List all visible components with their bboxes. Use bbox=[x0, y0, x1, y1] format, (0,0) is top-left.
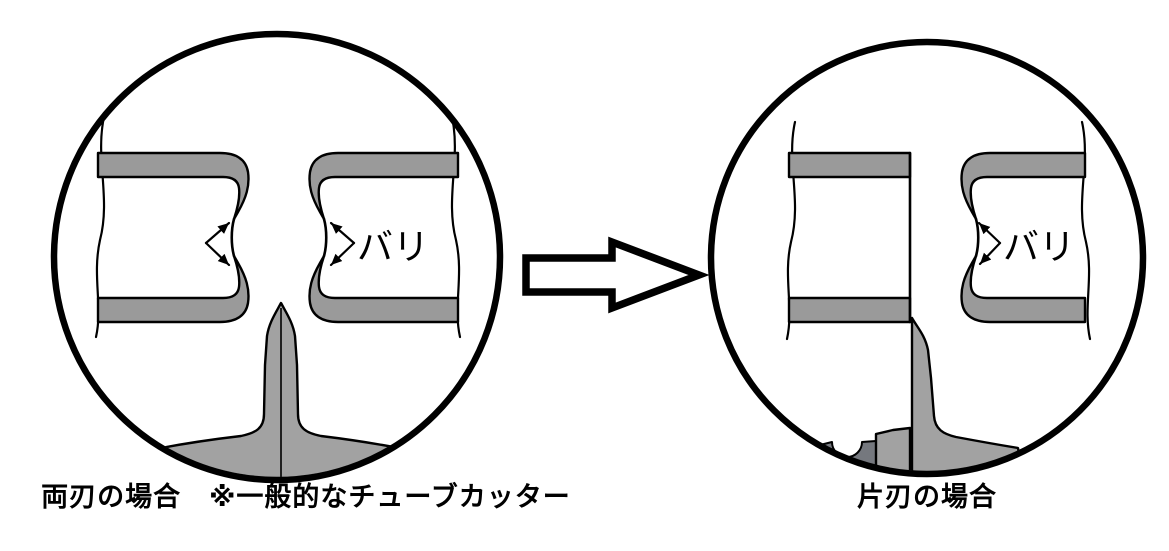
caption-double-edge: 両刃の場合 ※一般的なチューブカッター bbox=[41, 481, 571, 512]
caption-single-edge: 片刃の場合 bbox=[857, 481, 997, 512]
burr-label-left-circle: バリ bbox=[357, 226, 429, 267]
cut-face-right bbox=[322, 217, 328, 258]
burr-pointer-arrow-icon bbox=[978, 241, 1002, 266]
right-circle-outline bbox=[707, 38, 1147, 478]
burr-pointer-arrow-icon bbox=[204, 221, 231, 245]
right-circle-background bbox=[711, 42, 1143, 474]
right-block-arrow-icon bbox=[522, 236, 710, 314]
tube-wall-upper-left-clean bbox=[787, 151, 912, 179]
burr-pointer-arrow-icon bbox=[329, 241, 356, 267]
single-edge-detail-circle: バリ bbox=[707, 38, 1147, 478]
burr-pointer-arrow-icon bbox=[204, 241, 231, 267]
burr-label-right-circle: バリ bbox=[1003, 226, 1075, 267]
burr-pointer-arrow-icon bbox=[329, 221, 356, 245]
cut-face-left bbox=[230, 217, 236, 258]
cut-face-right bbox=[974, 217, 980, 258]
tube-wall-lower-left-clean bbox=[787, 296, 912, 324]
double-edge-detail-circle: バリ bbox=[50, 30, 504, 484]
single-edge-blade bbox=[910, 316, 1026, 471]
left-circle-background bbox=[54, 34, 500, 480]
burr-pointer-arrow-icon bbox=[977, 221, 1002, 245]
left-circle-outline bbox=[50, 30, 504, 484]
cutter-flat-step bbox=[874, 426, 912, 471]
